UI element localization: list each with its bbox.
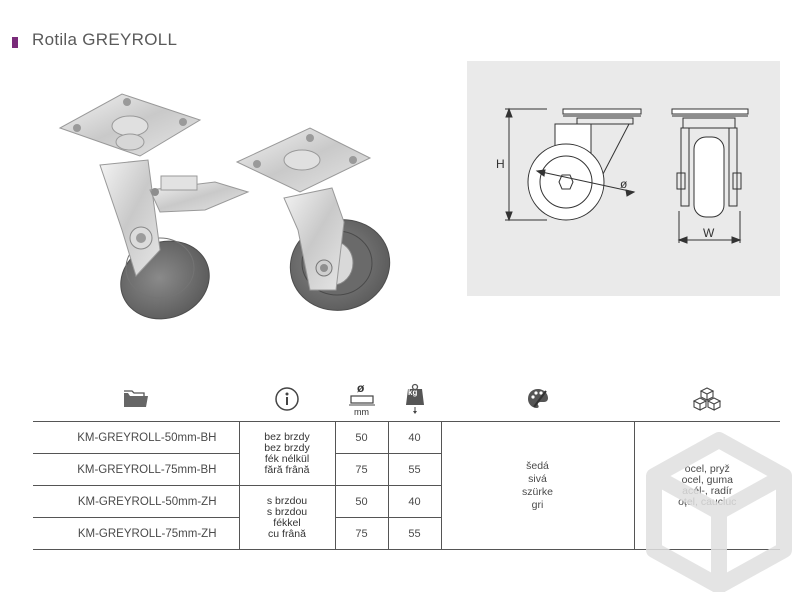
caster-dimension-diagram-icon: H ø W [496,107,749,244]
palette-icon [441,378,634,420]
color-text: sivá [528,472,547,485]
brake-text: fără frână [264,463,310,476]
product-code: KM-GREYROLL-75mm-BH [33,453,240,486]
brake-cell: s brzdou s brzdou fékkel cu frână [238,485,336,550]
diameter-label: ø [620,177,628,191]
product-code: KM-GREYROLL-75mm-ZH [33,517,240,550]
color-text: gri [531,498,544,511]
weight-unit: kg [408,388,418,397]
brake-text: cu frână [268,527,306,540]
technical-drawing: H ø W [467,61,780,296]
material-text: oțel, cauciuc [678,495,737,508]
folder-icon [33,378,239,420]
spec-table: KM-GREYROLL-50mm-BH bez brzdy bez brzdy … [33,421,780,550]
table-row: KM-GREYROLL-75mm-ZH 75 55 [33,517,780,550]
load-value: 40 [387,485,442,518]
height-label: H [496,157,505,171]
table-row: KM-GREYROLL-75mm-BH 75 55 [33,453,780,486]
table-row: KM-GREYROLL-50mm-ZH s brzdou s brzdou fé… [33,485,780,550]
material-text: ocel, pryž [684,462,730,475]
diameter-value: 50 [334,421,389,454]
diameter-mm-icon: ø mm [335,378,388,420]
load-value: 55 [387,517,442,550]
brake-text: fékkel [273,516,301,529]
diameter-value: 75 [334,517,389,550]
title-row: Rotila GREYROLL [12,30,177,50]
brake-text: s brzdou [266,494,308,507]
color-text: šedá [526,459,549,472]
brake-text: fék nélkül [264,452,310,465]
color-cell: šedá sivá szürke gri [440,421,635,550]
weight-kg-icon: kg [388,378,441,420]
color-text: szürke [522,485,553,498]
svg-text:ø: ø [357,381,365,395]
table-row: KM-GREYROLL-50mm-BH bez brzdy bez brzdy … [33,421,780,550]
info-icon [239,378,335,420]
brake-text: bez brzdy [264,430,310,443]
page-title: Rotila GREYROLL [32,30,178,49]
brake-text: bez brzdy [264,441,310,454]
brake-text: s brzdou [266,505,308,518]
product-code: KM-GREYROLL-50mm-BH [33,421,240,454]
material-cell: ocel, pryž ocel, guma acél-, radír oțel,… [633,421,780,550]
diameter-value: 50 [334,485,389,518]
diameter-value: 75 [334,453,389,486]
title-marker [12,36,18,48]
material-text: ocel, guma [681,473,733,486]
table-header-icons: ø mm kg [33,378,780,420]
caster-wheel-photos-icon [58,93,391,320]
load-value: 55 [387,453,442,486]
product-photos [40,80,430,330]
material-cubes-icon [634,378,780,420]
product-code: KM-GREYROLL-50mm-ZH [33,485,240,518]
brake-cell: bez brzdy bez brzdy fék nélkül fără frân… [238,421,336,486]
diameter-unit: mm [354,407,369,417]
load-value: 40 [387,421,442,454]
material-text: acél-, radír [682,484,733,497]
width-label: W [703,226,715,240]
